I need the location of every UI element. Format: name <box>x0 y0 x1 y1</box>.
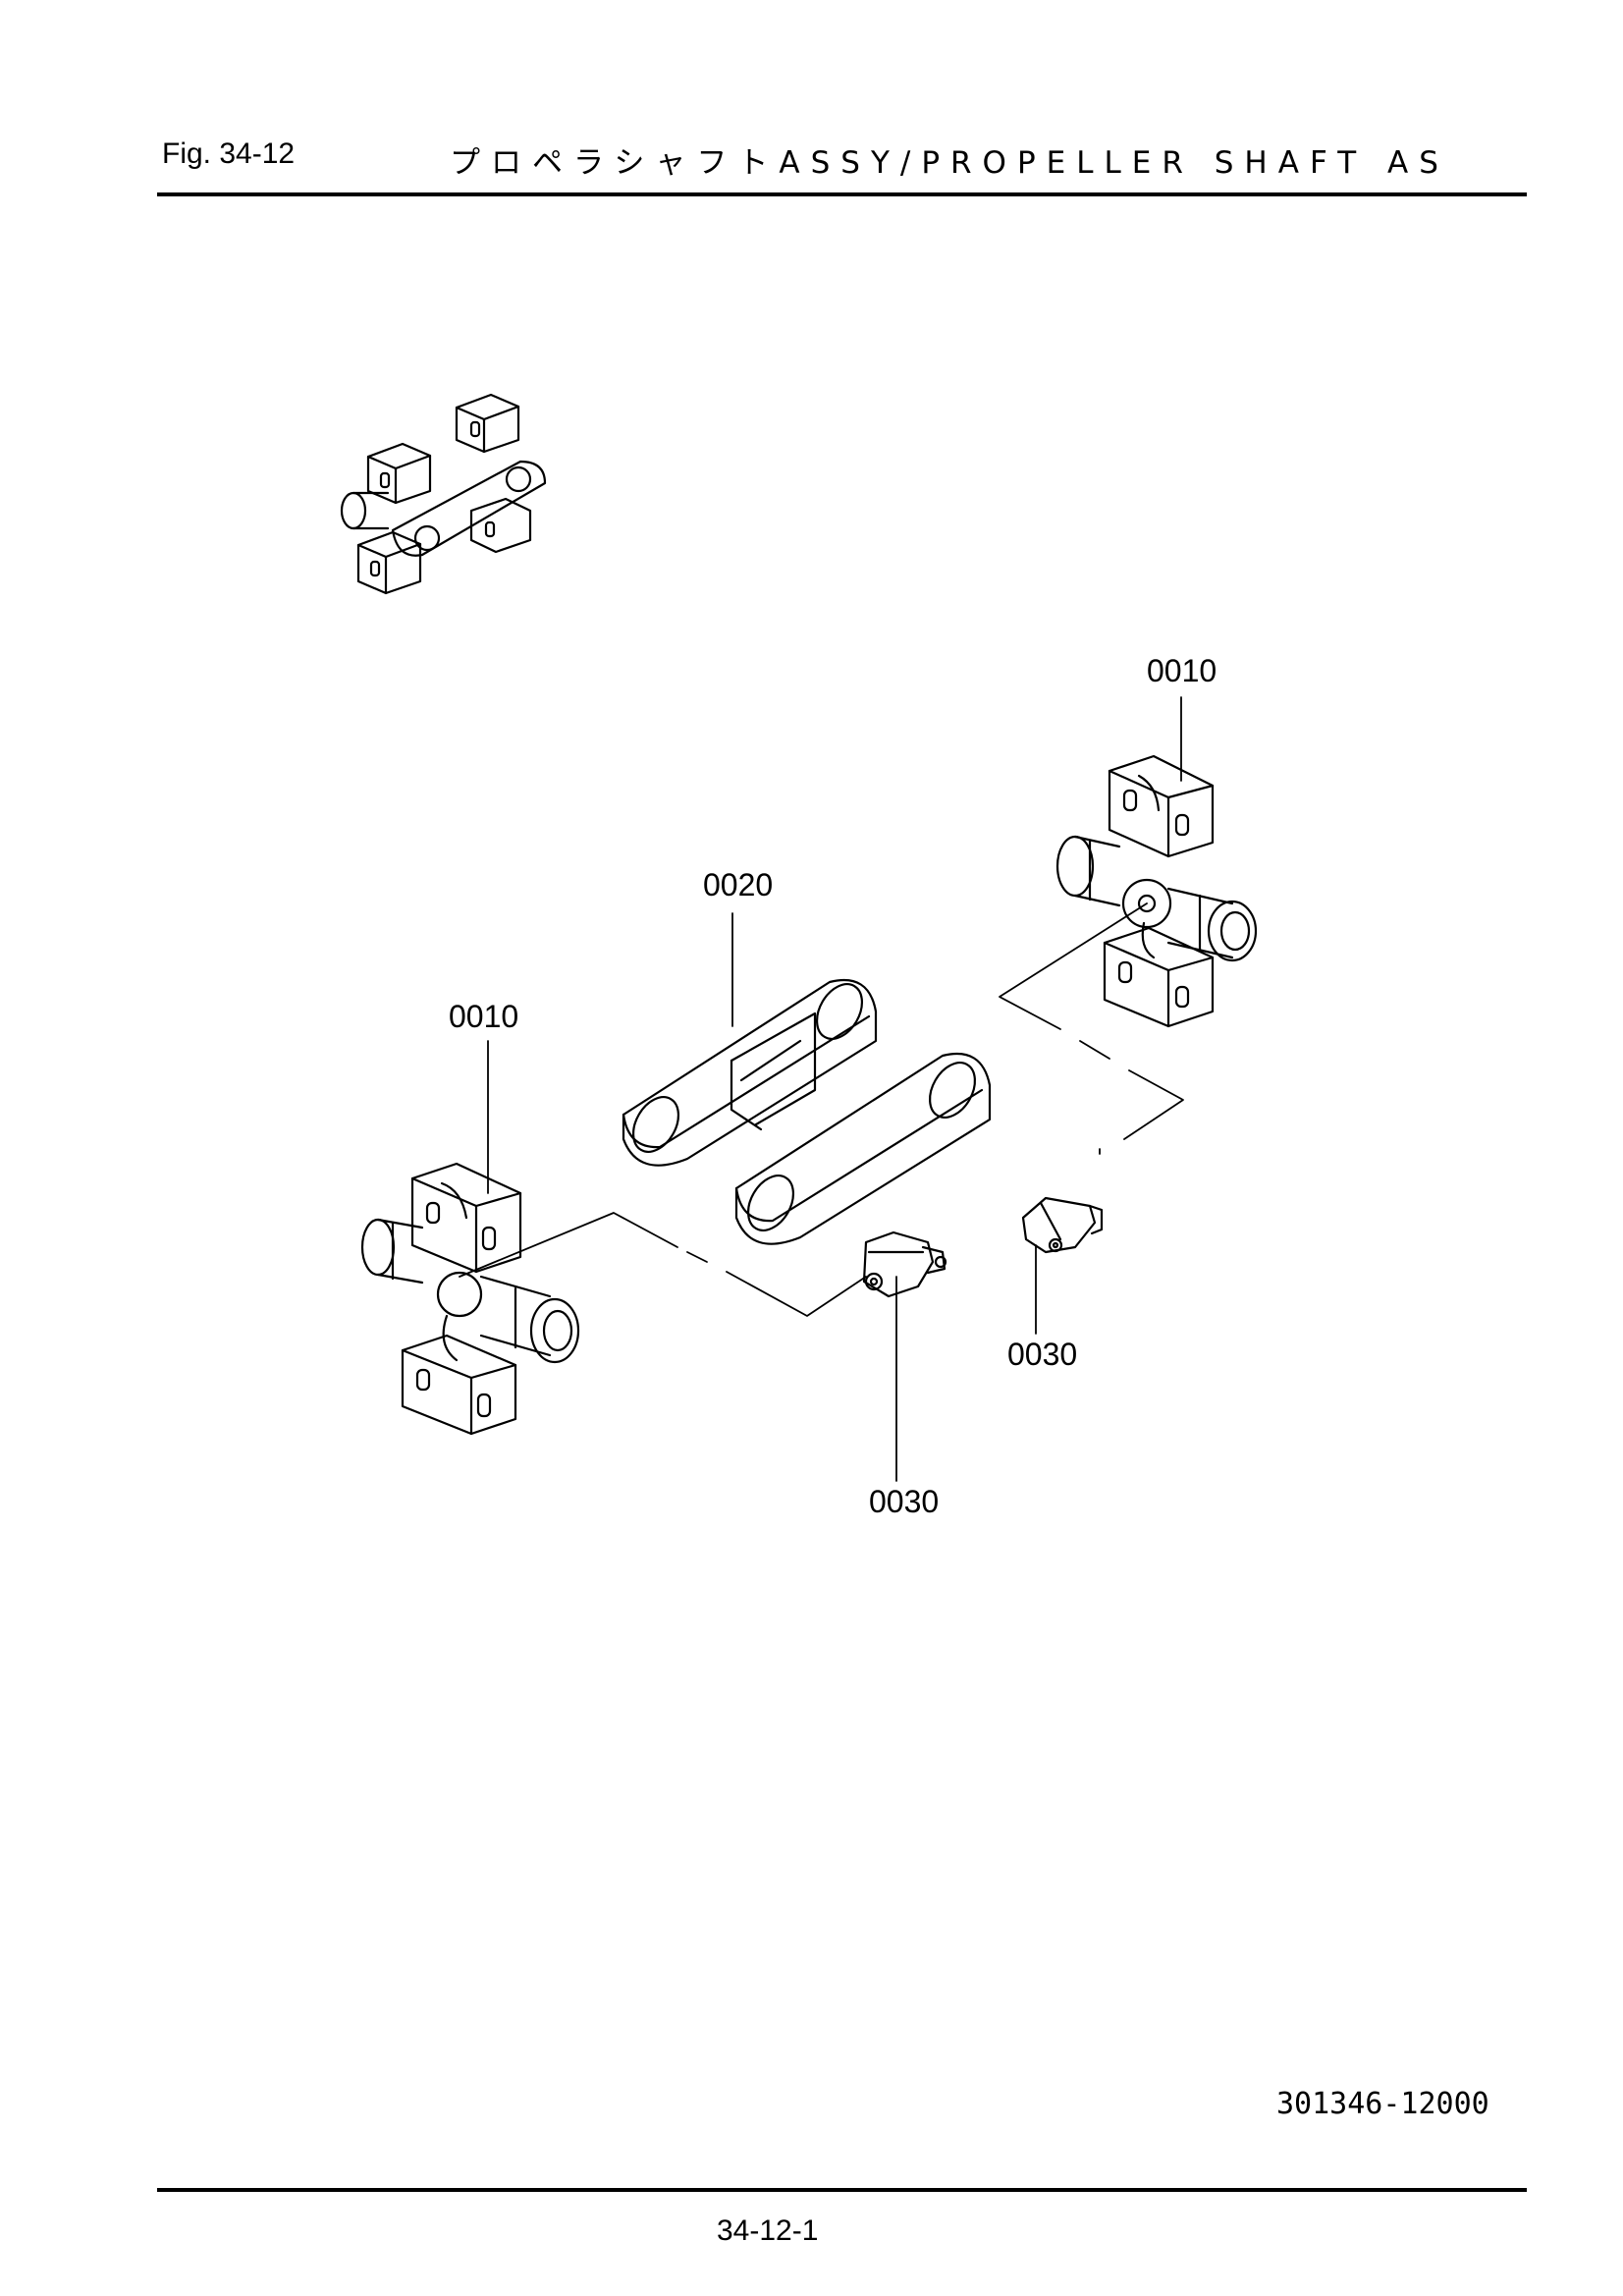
callout-label: 0030 <box>869 1484 939 1519</box>
grease-nipple-upper <box>1021 1196 1104 1254</box>
figure-label: Fig. 34-12 <box>162 137 296 170</box>
drawing-number: 301346-12000 <box>1276 2087 1489 2121</box>
header-divider <box>157 192 1527 196</box>
assembly-lines <box>459 902 1184 1317</box>
callout-label: 0010 <box>1147 653 1217 688</box>
universal-joint-left <box>360 1162 580 1436</box>
leader-lines <box>487 696 1182 1482</box>
footer-divider <box>157 2188 1527 2192</box>
link-bar <box>622 978 992 1245</box>
assembly-thumbnail <box>340 393 547 595</box>
page-number: 34-12-1 <box>717 2214 819 2247</box>
callout-label: 0030 <box>1007 1337 1077 1372</box>
grease-nipple-lower <box>862 1230 947 1298</box>
callout-label: 0010 <box>449 999 518 1034</box>
callout-label: 0020 <box>703 867 773 902</box>
figure-title: プロペラシャフトASSY/PROPELLER SHAFT AS <box>450 145 1449 181</box>
universal-joint-right <box>1055 754 1258 1028</box>
